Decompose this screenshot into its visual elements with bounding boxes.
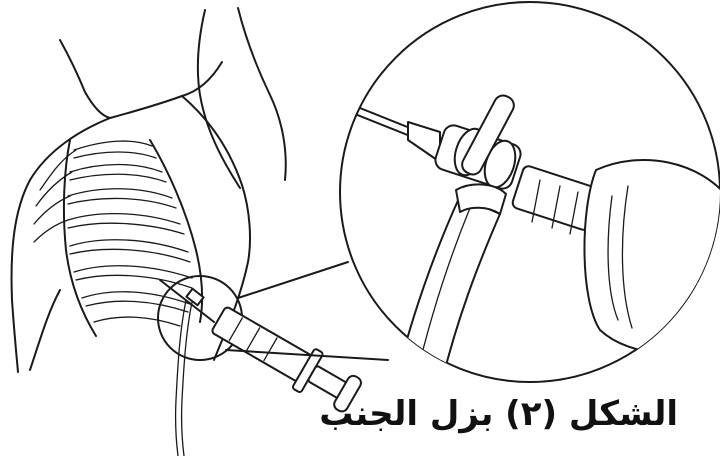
rib-cage-edge (62, 139, 97, 337)
magnified-detail-circle (339, 1, 720, 383)
upper-rib (33, 195, 71, 225)
raised-arm-inner (237, 7, 287, 181)
syringe-icon (211, 306, 362, 413)
three-way-stopcock-icon (461, 94, 515, 176)
collection-bulb (583, 159, 720, 355)
connector-rib (531, 179, 541, 223)
magnified-detail (339, 1, 720, 383)
rib (93, 316, 181, 327)
rib (69, 163, 163, 173)
rib (67, 212, 181, 225)
syringe-mark (246, 327, 261, 352)
rib (73, 151, 157, 159)
upper-rib (39, 149, 77, 191)
rib (73, 140, 153, 151)
flank-line (29, 289, 61, 371)
rib (69, 248, 191, 263)
rib (81, 291, 191, 305)
rib (75, 274, 193, 289)
figure-caption: الشكل (٢) بزل الجنب (319, 394, 678, 434)
drain-tube (180, 301, 193, 456)
rib (69, 173, 167, 183)
syringe-mark (228, 317, 244, 342)
bulb-shading (621, 185, 633, 329)
needle-hub (185, 287, 205, 307)
rib (67, 197, 177, 209)
rib-cage (33, 139, 204, 337)
drain-tube (174, 299, 187, 456)
detail-drain-tube (395, 195, 501, 382)
connector-rib (551, 185, 561, 229)
raised-arm-outer (196, 9, 241, 189)
tube-clamp (455, 183, 507, 215)
rib (67, 222, 185, 235)
needle (159, 279, 215, 323)
zoom-connector (237, 261, 349, 299)
rib (73, 265, 193, 279)
zoom-connector (225, 349, 389, 361)
upper-rib (35, 171, 73, 207)
chest-lateral (10, 117, 111, 373)
rib (69, 239, 189, 253)
bulb-shading (607, 195, 619, 321)
rib (67, 188, 173, 199)
connector-rib (569, 191, 579, 235)
rib (85, 300, 189, 313)
detail-needle (340, 99, 411, 129)
detail-needle-hub (407, 121, 441, 163)
shoulder-back (181, 95, 251, 263)
syringe-barrel (211, 306, 313, 382)
syringe-mark (263, 337, 278, 362)
syringe-plunger-cap (333, 374, 362, 413)
upper-rib (33, 219, 69, 243)
